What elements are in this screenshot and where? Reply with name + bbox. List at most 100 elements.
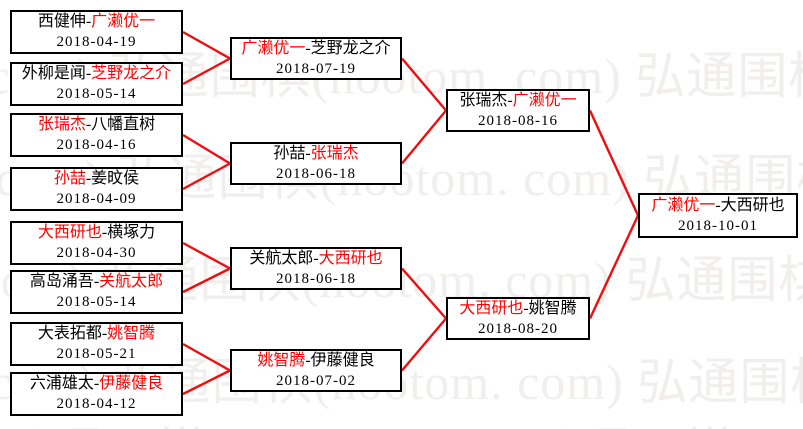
match-date: 2018-04-12 — [56, 396, 137, 412]
connector-line — [588, 110, 640, 216]
match-box-round-1-6: 高岛涌吾-关航太郎 2018-05-14 — [10, 270, 183, 314]
player-separator: - — [101, 325, 108, 342]
player-name: 西健伸 — [37, 13, 86, 30]
match-players: 外柳是闻-芝野龙之介 — [12, 64, 181, 84]
match-date: 2018-04-19 — [56, 34, 137, 50]
match-date: 2018-10-01 — [678, 217, 758, 234]
player-separator: - — [85, 65, 92, 82]
match-date: 2018-04-16 — [56, 137, 137, 153]
player-name: 外柳是闻 — [21, 65, 86, 82]
match-box-round-1-3: 张瑞杰-八幡直树 2018-04-16 — [10, 113, 183, 157]
player-name: 大西研也 — [720, 196, 785, 214]
player-name: 姚智腾 — [257, 351, 306, 369]
player-separator: - — [93, 273, 100, 290]
match-players: 六浦雄太-伊藤健良 — [12, 374, 181, 394]
match-box-round-1-8: 六浦雄太-伊藤健良 2018-04-12 — [10, 372, 183, 416]
match-players: 关航太郎-大西研也 — [232, 249, 400, 269]
player-name: 高岛涌吾 — [29, 273, 94, 290]
player-name: 张瑞杰 — [310, 144, 359, 162]
connector-line — [182, 57, 231, 86]
player-separator: - — [305, 144, 311, 162]
match-players: 孙喆-张瑞杰 — [232, 144, 400, 164]
player-name: 广濑优一 — [651, 196, 716, 214]
player-name: 芝野龙之介 — [91, 65, 172, 82]
connector-line — [401, 57, 447, 112]
match-players: 大表拓都-姚智腾 — [12, 324, 181, 344]
match-date: 2018-04-30 — [56, 245, 137, 261]
match-players: 张瑞杰-广濑优一 — [448, 91, 588, 111]
player-name: 伊藤健良 — [310, 351, 375, 369]
player-name: 大西研也 — [318, 249, 383, 267]
player-separator: - — [93, 375, 100, 392]
match-date: 2018-08-16 — [478, 112, 558, 129]
player-separator: - — [305, 351, 311, 369]
player-separator: - — [715, 196, 721, 214]
player-name: 横塚力 — [107, 224, 156, 241]
match-date: 2018-08-20 — [478, 320, 558, 337]
match-box-round-1-2: 外柳是闻-芝野龙之介 2018-05-14 — [10, 62, 183, 106]
player-name: 大西研也 — [37, 224, 102, 241]
connector-line — [182, 162, 231, 191]
match-box-round-1-7: 大表拓都-姚智腾 2018-05-21 — [10, 322, 183, 366]
match-date: 2018-07-19 — [276, 60, 356, 77]
connector-line — [182, 369, 231, 396]
player-name: 张瑞杰 — [459, 91, 508, 109]
player-separator: - — [305, 39, 311, 57]
match-players: 孙喆-姜旼侯 — [12, 169, 181, 189]
player-name: 大西研也 — [459, 299, 524, 317]
match-date: 2018-06-18 — [276, 270, 356, 287]
player-name: 广濑优一 — [241, 39, 306, 57]
match-box-round-1-1: 西健伸-广濑优一 2018-04-19 — [10, 10, 183, 54]
match-date: 2018-05-14 — [56, 86, 137, 102]
connector-line — [182, 241, 231, 270]
match-players: 张瑞杰-八幡直树 — [12, 115, 181, 135]
player-name: 大表拓都 — [37, 325, 102, 342]
connector-line — [588, 214, 640, 320]
player-name: 孙喆 — [273, 144, 306, 162]
player-name: 六浦雄太 — [29, 375, 94, 392]
connector-line — [401, 267, 447, 320]
match-players: 广濑优一-大西研也 — [640, 196, 796, 216]
player-name: 姚智腾 — [528, 299, 577, 317]
player-name: 广濑优一 — [512, 91, 577, 109]
match-players: 大西研也-姚智腾 — [448, 299, 588, 319]
match-date: 2018-04-09 — [56, 191, 137, 207]
player-name: 张瑞杰 — [37, 116, 86, 133]
connector-line — [182, 342, 231, 372]
connector-line — [182, 267, 231, 294]
player-name: 姜旼侯 — [91, 170, 140, 187]
match-players: 西健伸-广濑优一 — [12, 12, 181, 32]
match-date: 2018-05-14 — [56, 294, 137, 310]
player-separator: - — [85, 13, 92, 30]
player-name: 孙喆 — [53, 170, 86, 187]
player-name: 广濑优一 — [91, 13, 156, 30]
player-separator: - — [85, 170, 92, 187]
player-name: 芝野龙之介 — [310, 39, 391, 57]
match-date: 2018-05-21 — [56, 346, 137, 362]
match-players: 姚智腾-伊藤健良 — [232, 351, 400, 371]
player-name: 关航太郎 — [249, 249, 314, 267]
player-name: 伊藤健良 — [99, 375, 164, 392]
player-name: 八幡直树 — [91, 116, 156, 133]
player-separator: - — [85, 116, 92, 133]
watermark-text: 弘通围棋(hootom. com) 弘通围棋(hootom. com) 弘通围棋… — [0, 412, 803, 429]
player-name: 关航太郎 — [99, 273, 164, 290]
player-separator: - — [313, 249, 319, 267]
match-box-round-1-4: 孙喆-姜旼侯 2018-04-09 — [10, 167, 183, 211]
match-players: 广濑优一-芝野龙之介 — [232, 39, 400, 59]
match-date: 2018-07-02 — [276, 372, 356, 389]
player-name: 姚智腾 — [107, 325, 156, 342]
player-separator: - — [507, 91, 513, 109]
player-separator: - — [523, 299, 529, 317]
